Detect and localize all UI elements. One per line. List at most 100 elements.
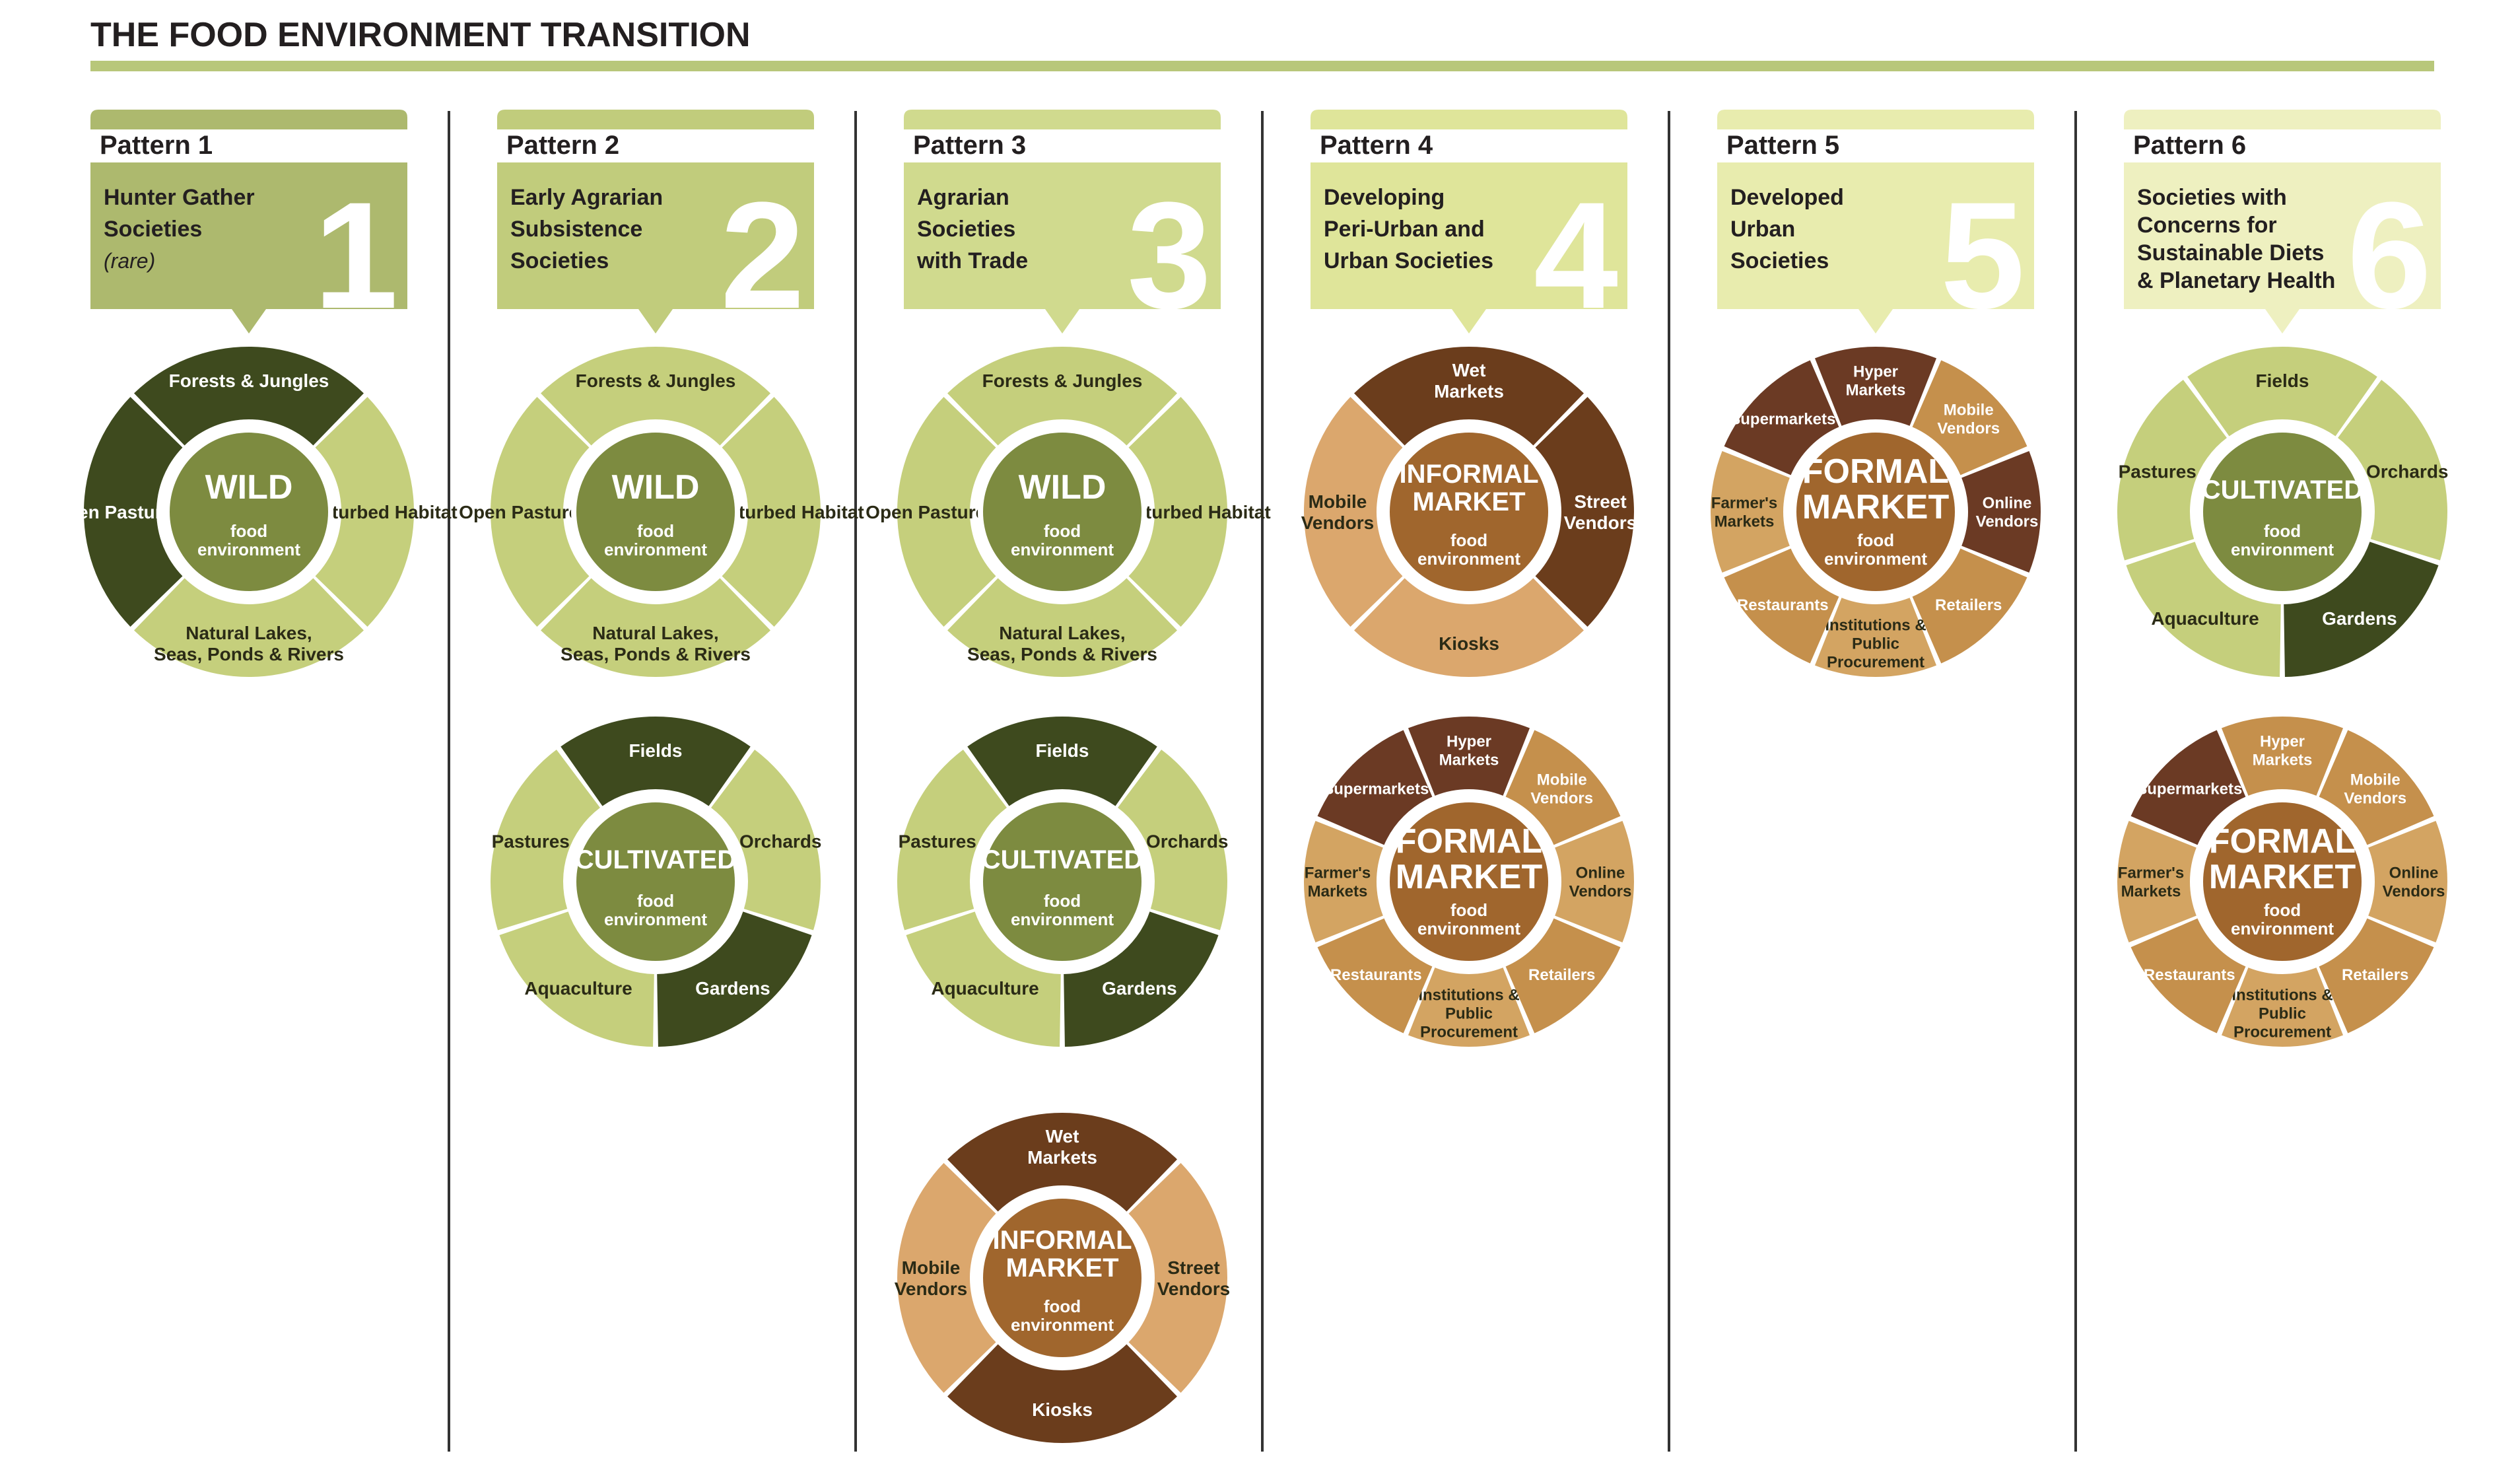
hub-disc (2203, 433, 2362, 591)
header-strip (904, 110, 1221, 129)
pattern-number: 6 (2347, 170, 2432, 340)
segment-label: Supermarkets (1323, 781, 1429, 798)
hub-title: MARKET (2209, 858, 2356, 896)
wheel-segment (2187, 347, 2377, 437)
wheel-segment (2117, 380, 2227, 561)
pattern-description: Societies (104, 217, 202, 242)
hub-disc (983, 802, 1141, 961)
food-environment-wheel: FieldsOrchardsGardensAquaculturePastures… (895, 714, 1230, 1049)
hub-subtitle: environment (1824, 549, 1927, 569)
hub-subtitle: environment (2231, 540, 2334, 559)
hub-disc (1390, 433, 1548, 591)
hub-disc (983, 433, 1141, 591)
segment-label: Farmer's (1305, 864, 1371, 882)
segment-label: Kiosks (1032, 1399, 1093, 1420)
segment-label: Markets (1308, 882, 1368, 900)
wheel-segment (1814, 598, 1937, 677)
wheel-segment (1317, 730, 1433, 845)
pattern-number: 3 (1127, 170, 1211, 340)
segment-label: Wet (1046, 1126, 1079, 1146)
pattern-description: & Planetary Health (2137, 268, 2335, 293)
header-box (90, 162, 407, 334)
segment-label: Aquaculture (524, 978, 632, 999)
hub-title: CULTIVATED (2202, 475, 2363, 505)
wheel-segment (1912, 548, 2027, 664)
hub-title: WILD (1019, 468, 1107, 507)
pattern-description: Subsistence (510, 217, 642, 242)
segment-label: Vendors (1976, 512, 2039, 530)
wheel-segment (897, 1163, 996, 1393)
segment-label: Vendors (1301, 512, 1374, 533)
food-environment-wheel: HyperMarketsMobileVendorsOnlineVendorsRe… (1301, 714, 1637, 1049)
segment-label: Procurement (1420, 1023, 1518, 1041)
segment-label: Orchards (2366, 461, 2449, 481)
food-environment-wheel: HyperMarketsMobileVendorsOnlineVendorsRe… (2115, 714, 2450, 1049)
wheel-segment (134, 578, 364, 677)
segment-label: Vendors (1937, 420, 2000, 438)
wheel-segment (1724, 548, 1839, 664)
hub-subtitle: food (1450, 900, 1487, 920)
hub-subtitle: food (1044, 521, 1081, 541)
segment-label: Orchards (739, 831, 822, 851)
hub-subtitle: environment (1417, 549, 1520, 569)
pattern-description: Societies (917, 217, 1015, 242)
hub-subtitle: food (637, 891, 674, 911)
wheel-segment (2338, 380, 2447, 561)
wheel-segment (1317, 918, 1433, 1034)
segment-label: Public (2259, 1004, 2306, 1022)
segment-label: Fields (629, 740, 683, 761)
pattern-description: Early Agrarian (510, 185, 663, 210)
segment-label: Vendors (895, 1279, 967, 1299)
segment-label: Markets (1439, 751, 1499, 769)
wheel-segment (897, 750, 1007, 931)
segment-label: Open Pastures (459, 502, 590, 522)
pattern-description: Hunter Gather (104, 185, 255, 210)
wheel-segment (2221, 717, 2344, 796)
hub-disc (576, 802, 735, 961)
pattern-description: Sustainable Diets (2137, 240, 2324, 265)
segment-label: Institutions & (1418, 986, 1519, 1004)
hub-subtitle: food (637, 521, 674, 541)
header-box (904, 162, 1221, 334)
wheel-segment (315, 397, 414, 627)
segment-label: Markets (2253, 751, 2313, 769)
segment-label: Forests & Jungles (982, 370, 1143, 391)
hub-subtitle: environment (604, 540, 707, 559)
segment-label: Vendors (2383, 882, 2445, 900)
segment-label: Hyper (2260, 732, 2305, 750)
pattern-description: Societies (1730, 248, 1829, 273)
segment-label: Aquaculture (2151, 608, 2259, 629)
wheel-segment (2130, 918, 2246, 1034)
segment-label: Pastures (899, 831, 976, 851)
segment-label: Forests & Jungles (576, 370, 736, 391)
pattern-description: with Trade (916, 248, 1028, 273)
segment-label: Online (1983, 494, 2032, 512)
pattern-description: Societies with (2137, 185, 2287, 210)
wheel-segment (2368, 820, 2448, 943)
pattern-label: Pattern 1 (100, 131, 213, 160)
segment-label: Natural Lakes, (999, 623, 1125, 643)
segment-label: Institutions & (2231, 986, 2333, 1004)
wheel-segment (491, 750, 600, 931)
segment-label: Gardens (695, 978, 770, 999)
hub-disc (983, 1199, 1141, 1357)
page-title: THE FOOD ENVIRONMENT TRANSITION (90, 16, 751, 54)
segment-label: Mobile (2350, 771, 2401, 789)
pattern-number: 2 (720, 170, 805, 340)
segment-label: Hyper (1853, 363, 1898, 380)
hub-subtitle: environment (1011, 909, 1114, 929)
food-environment-wheel: FieldsOrchardsGardensAquaculturePastures… (2115, 344, 2450, 680)
pattern-label: Pattern 2 (506, 131, 619, 160)
segment-label: Fields (1036, 740, 1089, 761)
wheel-segment (947, 578, 1177, 677)
segment-label: Wet (1452, 360, 1486, 380)
hub-title: CULTIVATED (575, 845, 736, 874)
segment-label: Vendors (1530, 790, 1593, 808)
segment-label: Aquaculture (931, 978, 1039, 999)
wheel-segment (541, 578, 770, 677)
hub-disc (170, 433, 328, 591)
segment-label: Orchards (1146, 831, 1229, 851)
